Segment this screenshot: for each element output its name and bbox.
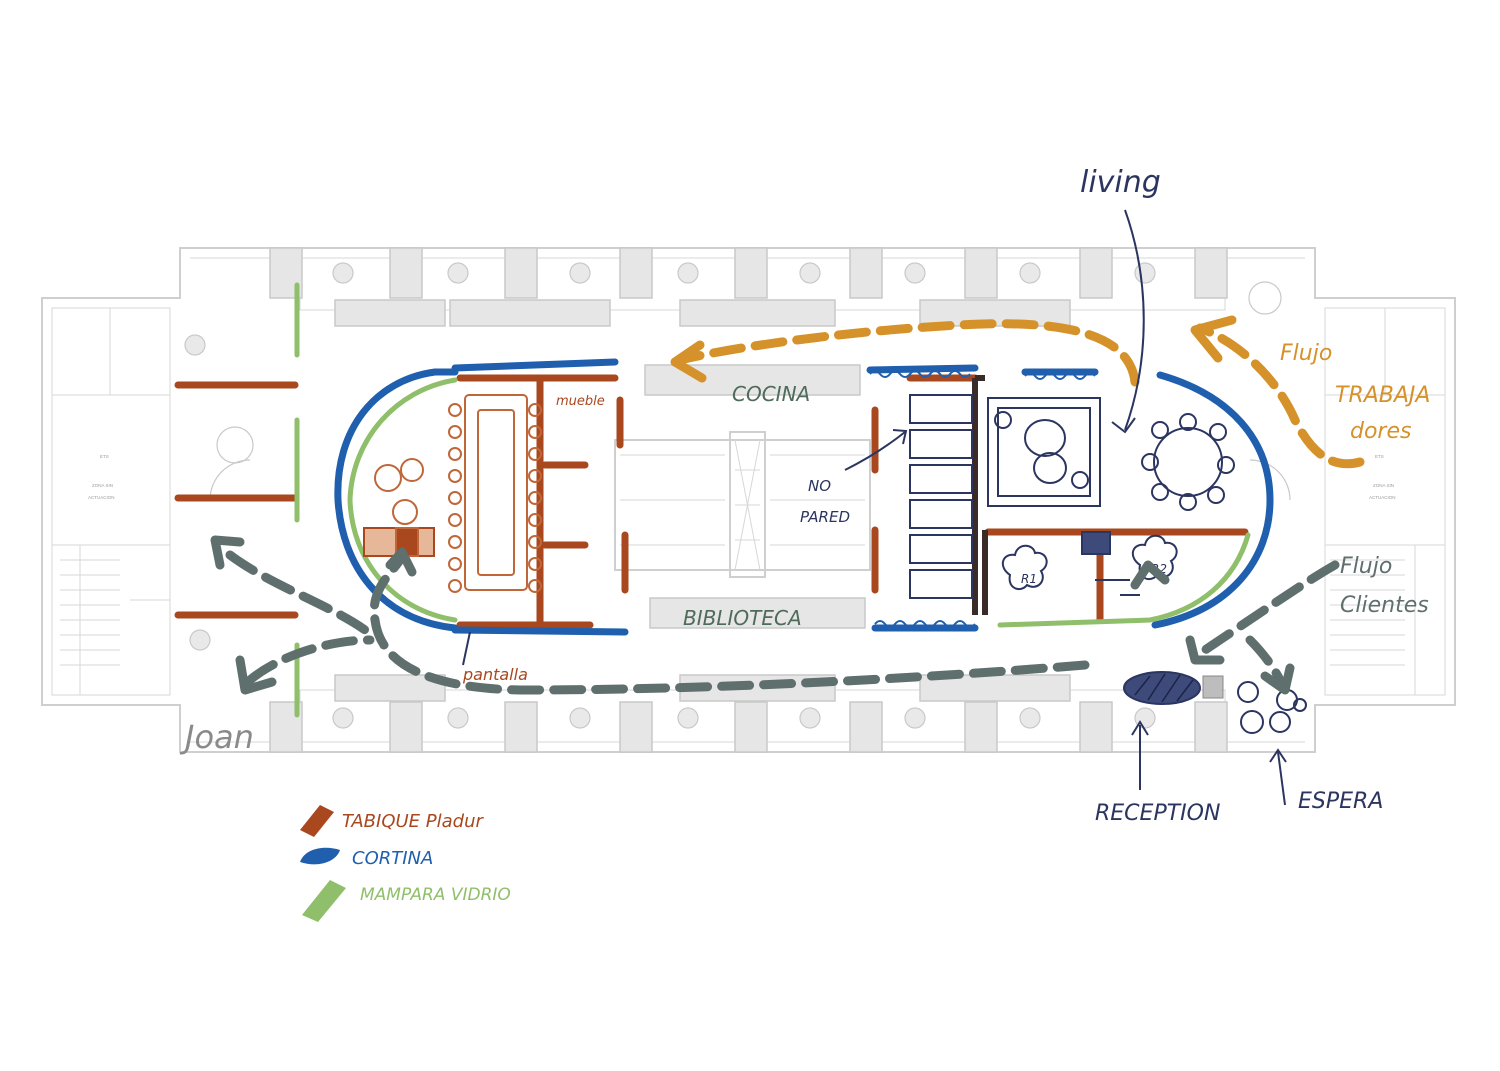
- client-flow-heads: [210, 535, 1295, 695]
- label-cocina: COCINA: [732, 382, 810, 406]
- worker-flow-arrow: [675, 319, 1365, 469]
- plan-label-actuacion-left: ACTUACION: [88, 495, 115, 500]
- label-mueble: mueble: [556, 394, 605, 409]
- dark-wall-living: [972, 375, 988, 615]
- worker-flow-heads: [670, 315, 1237, 383]
- plan-label-zona-sin-right: ZONA SIN: [1373, 483, 1394, 488]
- label-no-pared-2: PARED: [800, 508, 850, 526]
- legend: TABIQUE Pladur CORTINA MAMPARA VIDRIO: [300, 805, 511, 922]
- legend-label-glass: MAMPARA VIDRIO: [360, 885, 511, 905]
- room-label-r1: R1: [1021, 572, 1037, 586]
- legend-swatch-glass: [302, 880, 346, 922]
- legend-swatch-curtain: [300, 847, 340, 865]
- reception-desk-hatch: [1134, 673, 1194, 703]
- label-pantalla: pantalla: [462, 665, 528, 684]
- plan-label-actuacion-right: ACTUACION: [1369, 495, 1396, 500]
- label-joan: Joan: [179, 718, 254, 756]
- client-flow-arrow: [225, 550, 1340, 695]
- pointer-arrows: [462, 209, 1287, 806]
- legend-label-plaster: TABIQUE Pladur: [342, 811, 484, 832]
- plan-label-zona-sin-left: ZONA SIN: [92, 483, 113, 488]
- lounge-chairs-left: [363, 458, 435, 557]
- label-no-pared-1: NO: [808, 477, 831, 495]
- plan-label-ets-left: ETS: [100, 454, 109, 459]
- label-flujo-trabajadores-1: Flujo: [1280, 341, 1332, 366]
- reception-desk: [1123, 671, 1201, 705]
- plan-label-ets-right: ETS: [1375, 454, 1384, 459]
- label-espera: ESPERA: [1298, 789, 1383, 814]
- boardroom-table: [448, 394, 542, 593]
- label-flujo-trabajadores-3: dores: [1350, 419, 1411, 444]
- label-flujo-clientes-2: Clientes: [1340, 593, 1429, 618]
- curtain-outlines: [334, 358, 1274, 636]
- label-recepcion: RECEPTION: [1095, 801, 1220, 826]
- label-living: living: [1080, 165, 1161, 200]
- legend-label-curtain: CORTINA: [352, 848, 433, 869]
- living-area-furniture: [909, 394, 1235, 599]
- label-flujo-clientes-1: Flujo: [1340, 554, 1392, 579]
- base-floor-plan: ZONA SIN ACTUACION ZONA SIN ACTUACION ET…: [41, 247, 1456, 753]
- reception-cabinet: [1202, 675, 1224, 699]
- legend-swatch-plaster: [300, 805, 334, 837]
- label-biblioteca: BIBLIOTECA: [683, 606, 802, 630]
- label-flujo-trabajadores-2: TRABAJA: [1335, 383, 1430, 408]
- curtain-scribble: [869, 370, 1096, 628]
- waiting-chairs: [1237, 681, 1307, 734]
